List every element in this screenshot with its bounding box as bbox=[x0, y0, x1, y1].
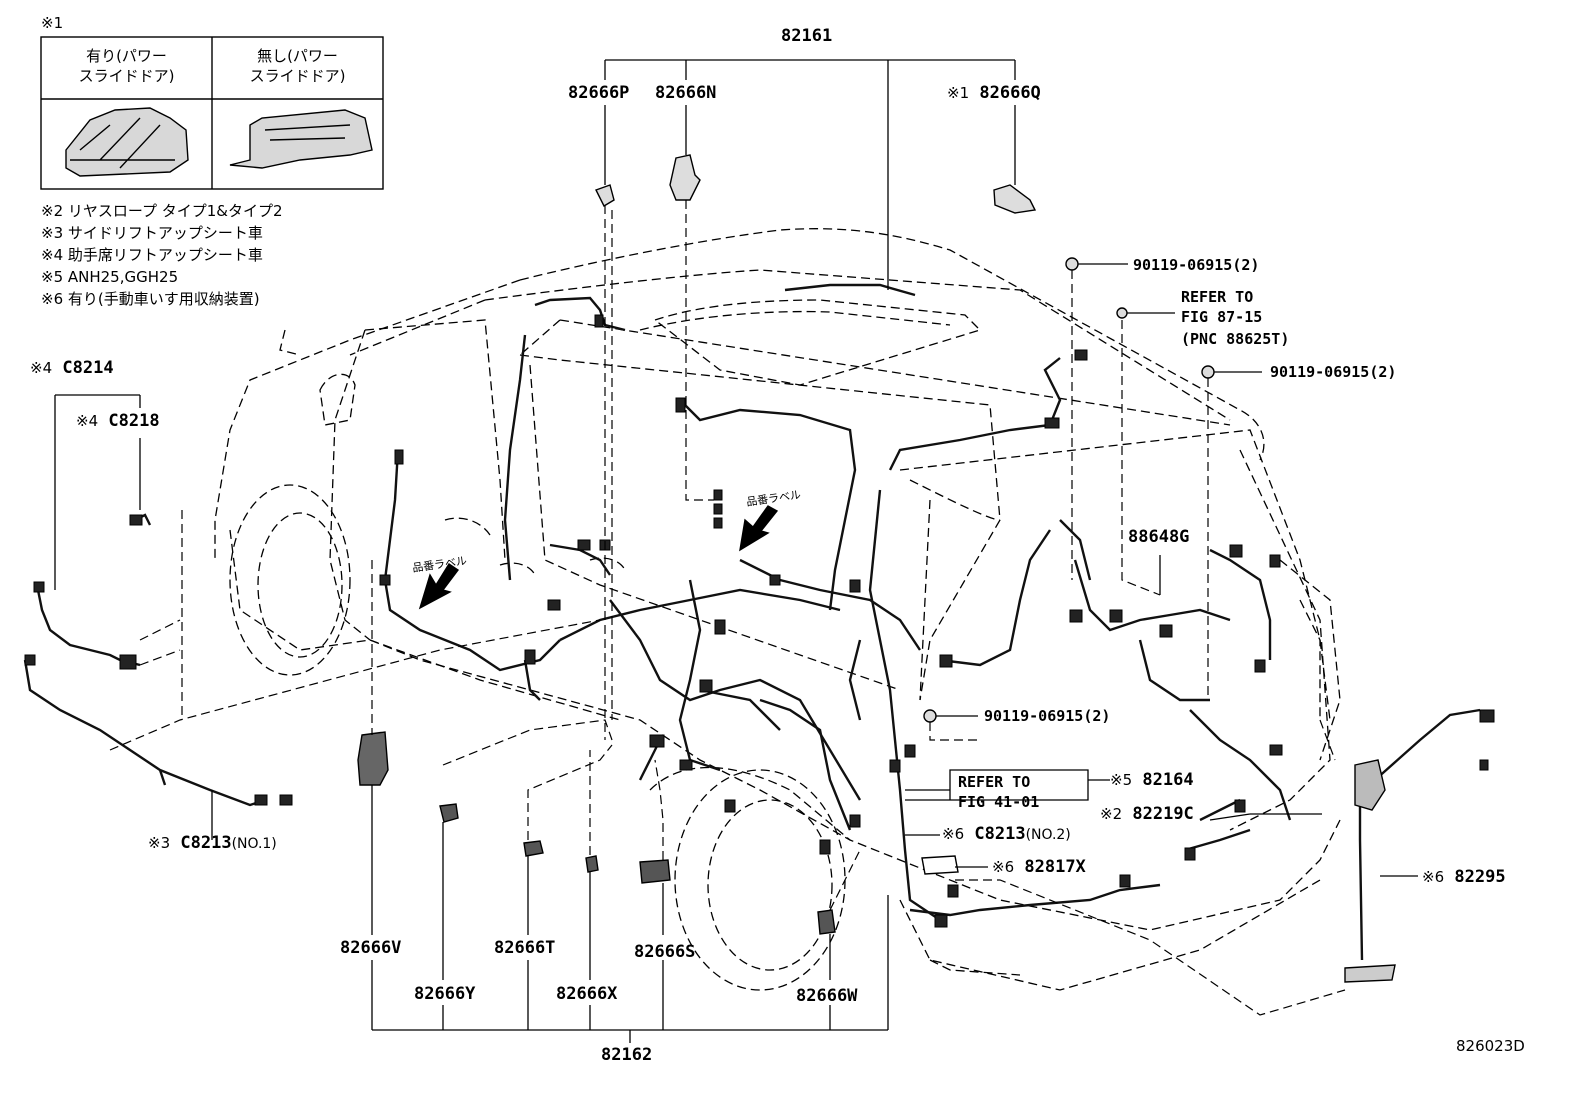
part-label-82666Y: 82666Y bbox=[414, 984, 476, 1004]
part-number: 82164 bbox=[1142, 770, 1194, 790]
note-mark: ※5 bbox=[1110, 771, 1133, 789]
legend-with-power-door: 有り(パワー スライドドア) bbox=[78, 47, 175, 85]
refer-label-1-line1: REFER TO bbox=[1181, 288, 1254, 306]
part-label-bolt-3: 90119-06915(2) bbox=[984, 707, 1111, 725]
note-5: ※5 ANH25,GGH25 bbox=[41, 268, 179, 286]
connectors bbox=[24, 314, 1495, 928]
part-label-82666S: 82666S bbox=[634, 942, 696, 962]
note-2: ※2 リヤスロープ タイプ1&タイプ2 bbox=[41, 202, 283, 220]
part-label-82666Q: ※1 82666Q bbox=[947, 84, 1041, 102]
note-mark: ※6 bbox=[1422, 868, 1445, 886]
wire-harness bbox=[23, 283, 1481, 961]
part-number: C8214 bbox=[62, 358, 114, 378]
part-number: C8213 bbox=[180, 833, 232, 853]
part-label-bolt-1: 90119-06915(2) bbox=[1133, 256, 1260, 274]
refer-label-2-line1: REFER TO bbox=[958, 773, 1031, 791]
part-label-88648G: 88648G bbox=[1128, 527, 1190, 547]
note-6: ※6 有り(手動車いす用収納装置) bbox=[41, 290, 260, 308]
part-suffix: (NO.1) bbox=[231, 836, 277, 852]
part-label-82817X: ※6 82817X bbox=[992, 858, 1086, 876]
part-label-82161: 82161 bbox=[781, 26, 833, 46]
part-label-82295: ※6 82295 bbox=[1422, 868, 1506, 886]
part-label-bolt-2: 90119-06915(2) bbox=[1270, 363, 1397, 381]
part-suffix: (NO.2) bbox=[1025, 827, 1071, 843]
refer-label-2-line2: FIG 41-01 bbox=[958, 793, 1040, 811]
part-number: C8213 bbox=[974, 824, 1026, 844]
part-label-C8213-no2: ※6 C8213(NO.2) bbox=[942, 825, 1071, 844]
part-number: 82295 bbox=[1454, 867, 1506, 887]
part-label-82164: ※5 82164 bbox=[1110, 771, 1194, 789]
part-label-82666X: 82666X bbox=[556, 984, 618, 1004]
note-4: ※4 助手席リフトアップシート車 bbox=[41, 246, 263, 264]
figure-code: 826023D bbox=[1456, 1037, 1525, 1055]
note-mark: ※2 bbox=[1100, 805, 1123, 823]
vehicle-body-outline bbox=[214, 228, 1341, 991]
part-label-82666N: 82666N bbox=[655, 83, 717, 103]
part-number: 82666Q bbox=[979, 83, 1041, 103]
legend-without-power-door: 無し(パワー スライドドア) bbox=[249, 47, 346, 85]
part-number: 82817X bbox=[1024, 857, 1086, 877]
part-label-82666W: 82666W bbox=[796, 986, 858, 1006]
part-label-82666V: 82666V bbox=[340, 938, 402, 958]
refer-label-1-line3: (PNC 88625T) bbox=[1181, 330, 1290, 348]
leader-lines bbox=[54, 59, 1418, 1043]
part-label-C8218: ※4 C8218 bbox=[76, 412, 160, 430]
note-mark: ※4 bbox=[76, 412, 99, 430]
legend-box bbox=[40, 36, 384, 190]
part-label-C8213-no1: ※3 C8213(NO.1) bbox=[148, 834, 277, 853]
note-mark: ※6 bbox=[942, 825, 965, 843]
part-label-82219C: ※2 82219C bbox=[1100, 805, 1194, 823]
part-label-82666T: 82666T bbox=[494, 938, 556, 958]
part-label-C8214: ※4 C8214 bbox=[30, 359, 114, 377]
part-number: C8218 bbox=[108, 411, 160, 431]
part-drawings bbox=[357, 154, 1396, 983]
dashed-guide-lines bbox=[109, 200, 1346, 1016]
part-number: 82219C bbox=[1132, 804, 1194, 824]
part-label-82666P: 82666P bbox=[568, 83, 630, 103]
legend-mark: ※1 bbox=[41, 14, 64, 32]
note-3: ※3 サイドリフトアップシート車 bbox=[41, 224, 263, 242]
note-mark: ※4 bbox=[30, 359, 53, 377]
refer-label-1-line2: FIG 87-15 bbox=[1181, 308, 1263, 326]
note-mark: ※6 bbox=[992, 858, 1015, 876]
part-label-82162: 82162 bbox=[601, 1045, 653, 1065]
note-mark: ※1 bbox=[947, 84, 970, 102]
note-mark: ※3 bbox=[148, 834, 171, 852]
